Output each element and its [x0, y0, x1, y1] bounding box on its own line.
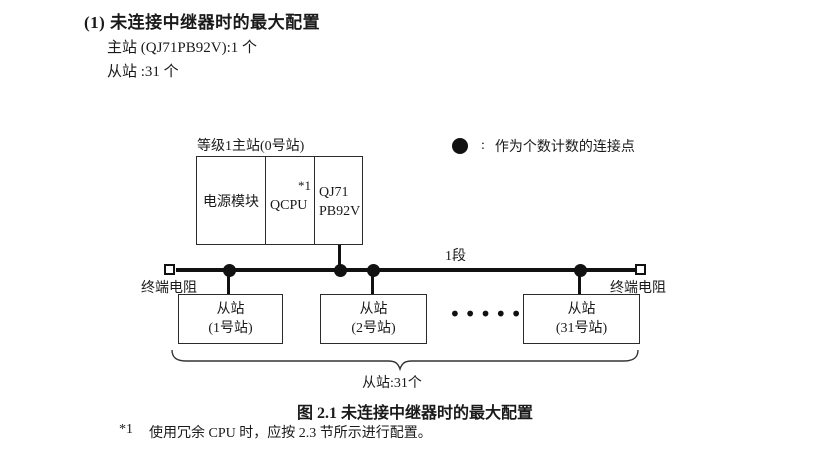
cpu-footnote-ref: *1 — [298, 178, 311, 193]
pb-module-cell: QJ71 PB92V — [315, 157, 362, 244]
master-count-line: 主站 (QJ71PB92V):1 个 — [107, 40, 258, 56]
slave2-subtitle: (2号站) — [351, 321, 396, 336]
slave1-drop-line — [227, 272, 230, 295]
connection-point-slave2 — [367, 264, 380, 277]
section-heading: (1) 未连接中继器时的最大配置 — [84, 13, 321, 32]
legend-separator: : — [481, 138, 485, 153]
cpu-module-label: QCPU — [270, 198, 308, 213]
slave-count-line: 从站 :31 个 — [107, 64, 179, 80]
slave31-subtitle: (31号站) — [555, 321, 608, 336]
slave-station-31-box: 从站 (31号站) — [523, 294, 640, 344]
slave1-subtitle: (1号站) — [208, 321, 253, 336]
slaves-total-label: 从站:31个 — [362, 376, 422, 391]
slave2-drop-line — [371, 272, 374, 295]
pb-module-label-line2: PB92V — [319, 204, 361, 219]
connection-point-slave31 — [574, 264, 587, 277]
power-module-cell: 电源模块 — [197, 157, 266, 244]
legend: : 作为个数计数的连接点 — [452, 136, 635, 156]
footnote-text: 使用冗余 CPU 时，应按 2.3 节所示进行配置。 — [149, 426, 432, 441]
connection-point-master — [334, 264, 347, 277]
terminating-resistor-left-label: 终端电阻 — [141, 281, 197, 296]
segment-label: 1段 — [445, 249, 466, 264]
slaves-brace — [171, 349, 639, 372]
master-drop-line — [338, 245, 341, 269]
slave31-title: 从站 — [567, 302, 596, 317]
master-station-box: 电源模块 *1 QCPU QJ71 PB92V — [196, 156, 363, 245]
more-slaves-ellipsis: •••••• — [449, 302, 541, 326]
terminating-resistor-left-icon — [164, 264, 175, 275]
pb-module-label-line1: QJ71 — [319, 185, 349, 200]
slave2-title: 从站 — [359, 302, 388, 317]
connection-point-dot-icon — [452, 138, 468, 154]
footnote-marker: *1 — [119, 422, 133, 437]
footnote: *1 使用冗余 CPU 时，应按 2.3 节所示进行配置。 — [119, 422, 432, 442]
slave31-drop-line — [578, 272, 581, 295]
slave1-title: 从站 — [216, 302, 245, 317]
legend-label: 作为个数计数的连接点 — [494, 140, 635, 155]
terminating-resistor-right-label: 终端电阻 — [610, 281, 666, 296]
master-station-label: 等级1主站(0号站) — [197, 139, 305, 154]
figure-caption: 图 2.1 未连接中继器时的最大配置 — [297, 405, 534, 422]
bus-segment-line — [176, 268, 635, 272]
connection-point-slave1 — [223, 264, 236, 277]
terminating-resistor-right-icon — [635, 264, 646, 275]
slave-station-1-box: 从站 (1号站) — [178, 294, 283, 344]
slave-station-2-box: 从站 (2号站) — [320, 294, 427, 344]
cpu-module-cell: *1 QCPU — [266, 157, 315, 244]
